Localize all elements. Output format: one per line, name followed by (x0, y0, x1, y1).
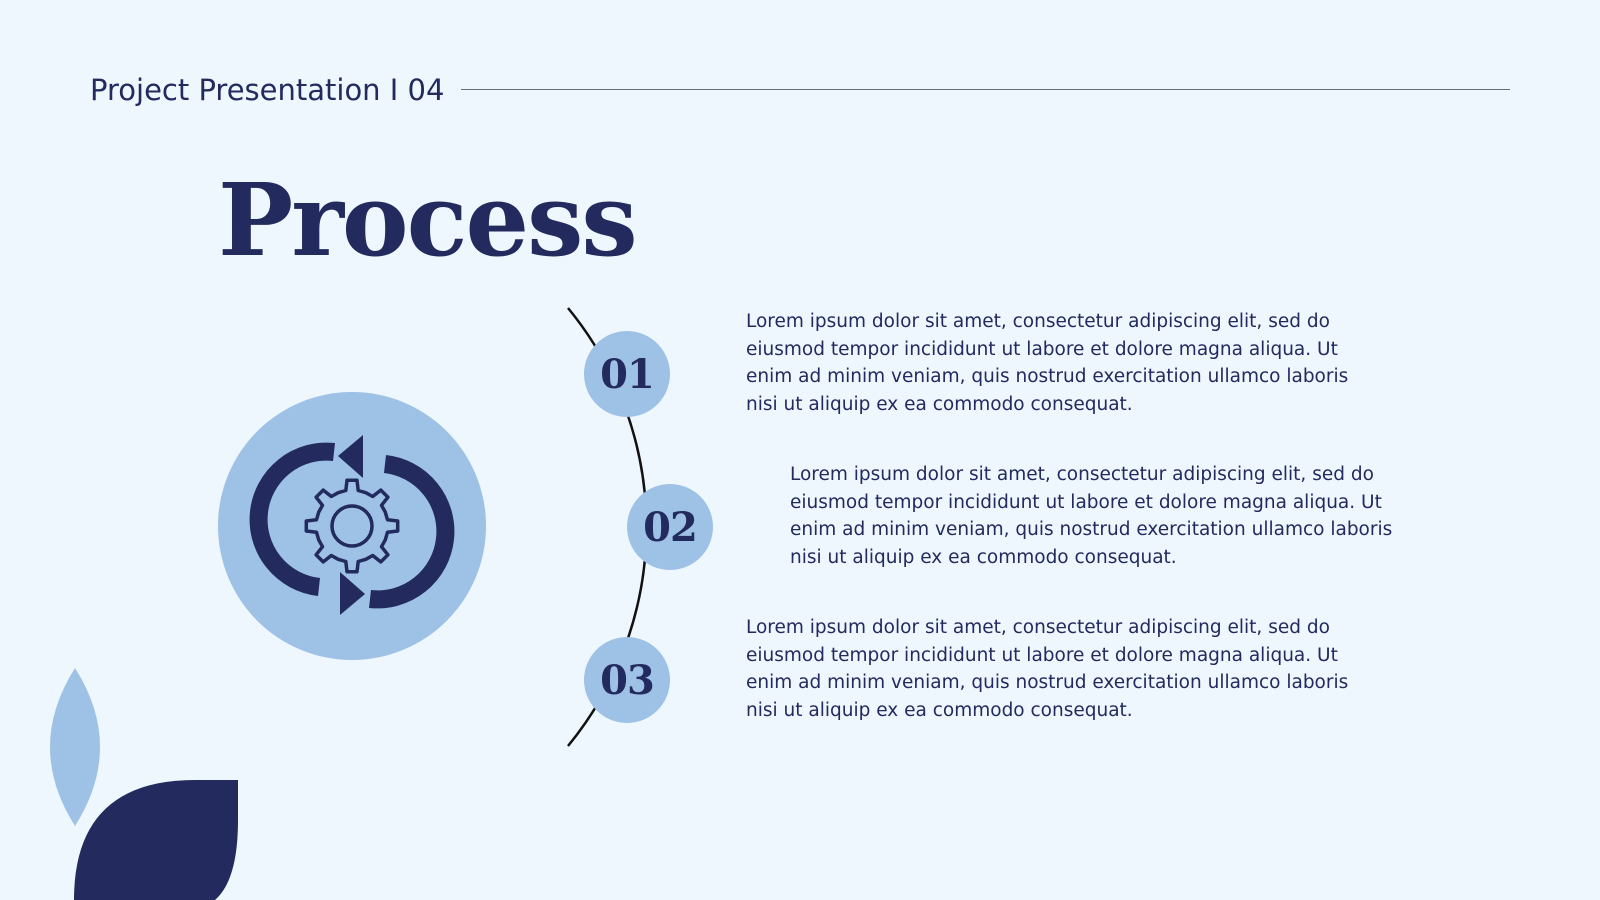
step-number-01: 01 (584, 331, 670, 417)
step-number-03: 03 (584, 637, 670, 723)
step-number-02: 02 (627, 484, 713, 570)
gear-badge (218, 392, 486, 660)
header-divider (461, 89, 1510, 90)
step-text-02: Lorem ipsum dolor sit amet, consectetur … (790, 464, 1393, 568)
light-leaf-shape (50, 668, 100, 826)
page-title: Process (218, 161, 638, 279)
step-text-01: Lorem ipsum dolor sit amet, consectetur … (746, 311, 1349, 415)
header-title: Project Presentation I 04 (90, 73, 445, 107)
gear-refresh-icon (249, 435, 455, 615)
dark-leaf-shape (74, 780, 238, 900)
step-text-03: Lorem ipsum dolor sit amet, consectetur … (746, 617, 1349, 721)
